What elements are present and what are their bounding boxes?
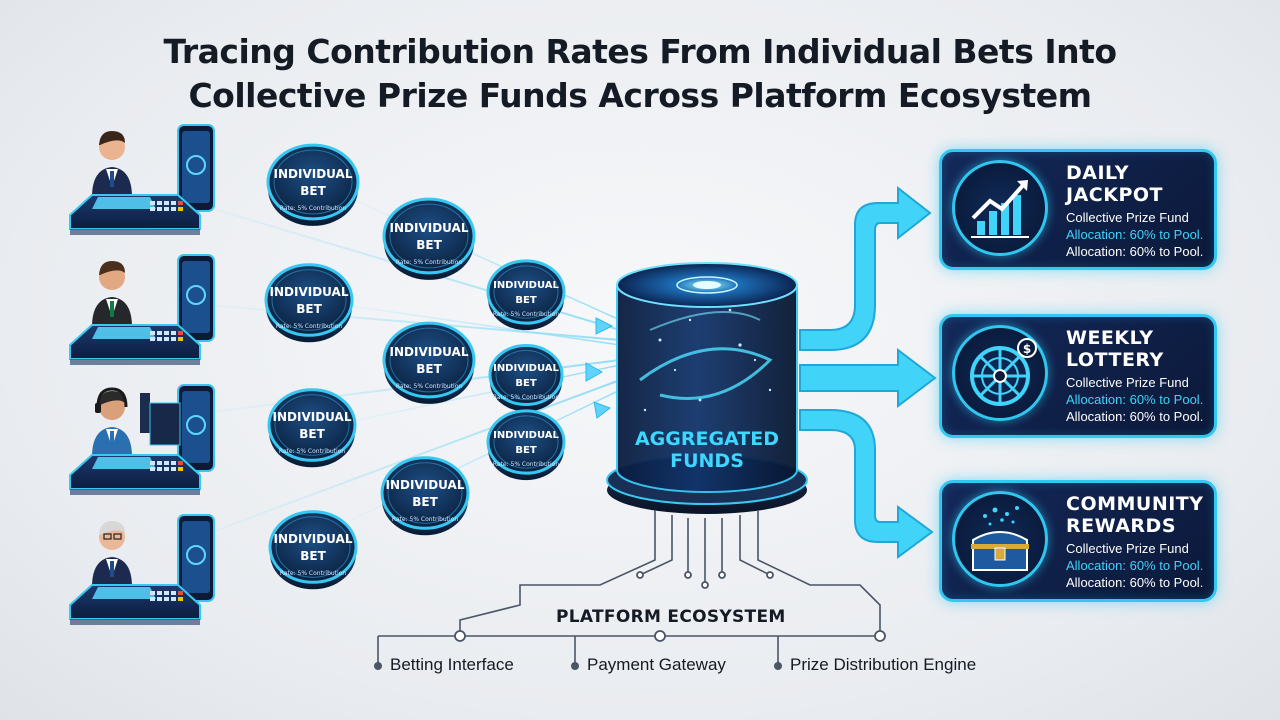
person-icon — [92, 131, 132, 197]
fund-subtitle: Collective Prize Fund — [1066, 210, 1189, 225]
bet-coin: INDIVIDUAL BET Rate: 5% Contribution — [488, 343, 564, 412]
center-label-line-1: AGGREGATED — [635, 428, 779, 450]
fund-title: WEEKLY LOTTERY — [1066, 327, 1214, 371]
users-column — [69, 124, 215, 625]
page-title: Tracing Contribution Rates From Individu… — [0, 30, 1280, 118]
fund-allocation: Allocation: 60% to Pool. — [1066, 558, 1204, 573]
bet-label: BET — [515, 445, 536, 456]
bet-coin: INDIVIDUAL BET Rate: 5% Contribution — [380, 456, 470, 536]
user-terminal — [69, 254, 215, 365]
fund-title-line-2: JACKPOT — [1066, 184, 1163, 206]
treasure-chest-icon — [952, 491, 1048, 587]
bet-label: INDIVIDUAL — [274, 532, 353, 546]
svg-text:$: $ — [1023, 342, 1031, 356]
title-line-1: Tracing Contribution Rates From Individu… — [163, 32, 1117, 71]
component-dots — [374, 662, 782, 670]
betting-terminal — [69, 324, 201, 365]
payment-gateway-label: Payment Gateway — [587, 655, 726, 674]
fund-title-line-1: DAILY — [1066, 162, 1129, 184]
circuit-nodes — [454, 571, 886, 642]
bet-rate: Rate: 5% Contribution — [493, 461, 560, 468]
bet-label: INDIVIDUAL — [270, 285, 349, 299]
bet-label: INDIVIDUAL — [274, 167, 353, 181]
trend-chart-icon — [952, 160, 1048, 256]
fund-allocation: Allocation: 60% to Pool. — [1066, 392, 1204, 407]
betting-interface-label: Betting Interface — [390, 655, 514, 674]
prize-distribution-engine-label: Prize Distribution Engine — [790, 655, 977, 674]
betting-terminal — [69, 194, 201, 235]
fund-allocation: Allocation: 60% to Pool. — [1066, 409, 1204, 424]
bet-coin: INDIVIDUAL BET Rate: 5% Contribution — [266, 143, 360, 226]
bet-label: INDIVIDUAL — [390, 345, 469, 359]
bet-rate: Rate: 5% Contribution — [392, 516, 459, 523]
bet-rate: Rate: 5% Contribution — [280, 205, 347, 212]
fund-title-line-2: REWARDS — [1066, 515, 1177, 537]
bet-label: INDIVIDUAL — [493, 280, 559, 291]
bet-rate: Rate: 5% Contribution — [279, 448, 346, 455]
fund-title-line-1: WEEKLY — [1066, 327, 1154, 349]
bet-rate: Rate: 5% Contribution — [396, 259, 463, 266]
user-terminal — [69, 514, 215, 625]
fund-card-daily-jackpot[interactable]: DAILY JACKPOT Collective Prize Fund Allo… — [939, 149, 1217, 270]
fund-title-line-1: COMMUNITY — [1066, 493, 1204, 515]
fund-card-community-rewards[interactable]: COMMUNITY REWARDS Collective Prize Fund … — [939, 480, 1217, 602]
bet-coin: INDIVIDUAL BET Rate: 5% Contribution — [267, 388, 357, 468]
bet-rate: Rate: 5% Contribution — [396, 383, 463, 390]
bet-coin: INDIVIDUAL BET Rate: 5% Contribution — [486, 409, 566, 481]
bet-coin: INDIVIDUAL BET Rate: 5% Contribution — [382, 197, 476, 280]
ecosystem-circuit — [377, 510, 881, 664]
bet-label: BET — [416, 238, 442, 252]
bet-rate: Rate: 5% Contribution — [493, 311, 560, 318]
title-line-2: Collective Prize Funds Across Platform E… — [188, 76, 1092, 115]
bet-label: BET — [300, 184, 326, 198]
center-label-line-2: FUNDS — [670, 450, 744, 472]
fund-subtitle: Collective Prize Fund — [1066, 375, 1189, 390]
bet-rate: Rate: 5% Contribution — [280, 570, 347, 577]
user-terminal — [69, 124, 215, 235]
aggregated-funds-vault: AGGREGATED FUNDS — [606, 262, 808, 514]
bet-label: BET — [412, 495, 438, 509]
bet-coin: INDIVIDUAL BET Rate: 5% Contribution — [486, 259, 566, 331]
person-icon — [92, 521, 132, 587]
fund-title: COMMUNITY REWARDS — [1066, 493, 1214, 537]
fund-title: DAILY JACKPOT — [1066, 162, 1214, 206]
contribution-beams — [149, 179, 621, 556]
outflow-arrows — [799, 185, 937, 559]
user-terminal — [69, 384, 215, 495]
fund-title-line-2: LOTTERY — [1066, 349, 1164, 371]
bet-label: INDIVIDUAL — [386, 478, 465, 492]
bet-label: INDIVIDUAL — [390, 221, 469, 235]
bet-coin: INDIVIDUAL BET Rate: 5% Contribution — [382, 321, 476, 404]
bet-label: BET — [299, 427, 325, 441]
bet-label: BET — [515, 378, 536, 389]
bet-label: INDIVIDUAL — [273, 410, 352, 424]
fund-allocation: Allocation: 60% to Pool. — [1066, 227, 1204, 242]
person-icon — [92, 387, 132, 457]
fund-allocation: Allocation: 60% to Pool. — [1066, 575, 1204, 590]
platform-ecosystem-title: PLATFORM ECOSYSTEM — [556, 607, 786, 627]
bet-coin: INDIVIDUAL BET Rate: 5% Contribution — [264, 263, 354, 343]
bet-label: INDIVIDUAL — [493, 363, 559, 374]
fund-subtitle: Collective Prize Fund — [1066, 541, 1189, 556]
bet-label: BET — [296, 302, 322, 316]
bet-rate: Rate: 5% Contribution — [276, 323, 343, 330]
bet-label: BET — [416, 362, 442, 376]
bet-label: BET — [515, 295, 536, 306]
lottery-wheel-icon: $ — [952, 325, 1048, 421]
inflow-arrows — [585, 317, 614, 419]
fund-card-weekly-lottery[interactable]: $ WEEKLY LOTTERY Collective Prize Fund A… — [939, 314, 1217, 438]
bet-label: BET — [300, 549, 326, 563]
fund-allocation: Allocation: 60% to Pool. — [1066, 244, 1204, 259]
bet-label: INDIVIDUAL — [493, 430, 559, 441]
betting-terminal — [69, 584, 201, 625]
bet-coin: INDIVIDUAL BET Rate: 5% Contribution — [268, 510, 358, 590]
bet-rate: Rate: 5% Contribution — [493, 394, 560, 401]
betting-terminal — [69, 454, 201, 495]
person-icon — [92, 261, 132, 327]
